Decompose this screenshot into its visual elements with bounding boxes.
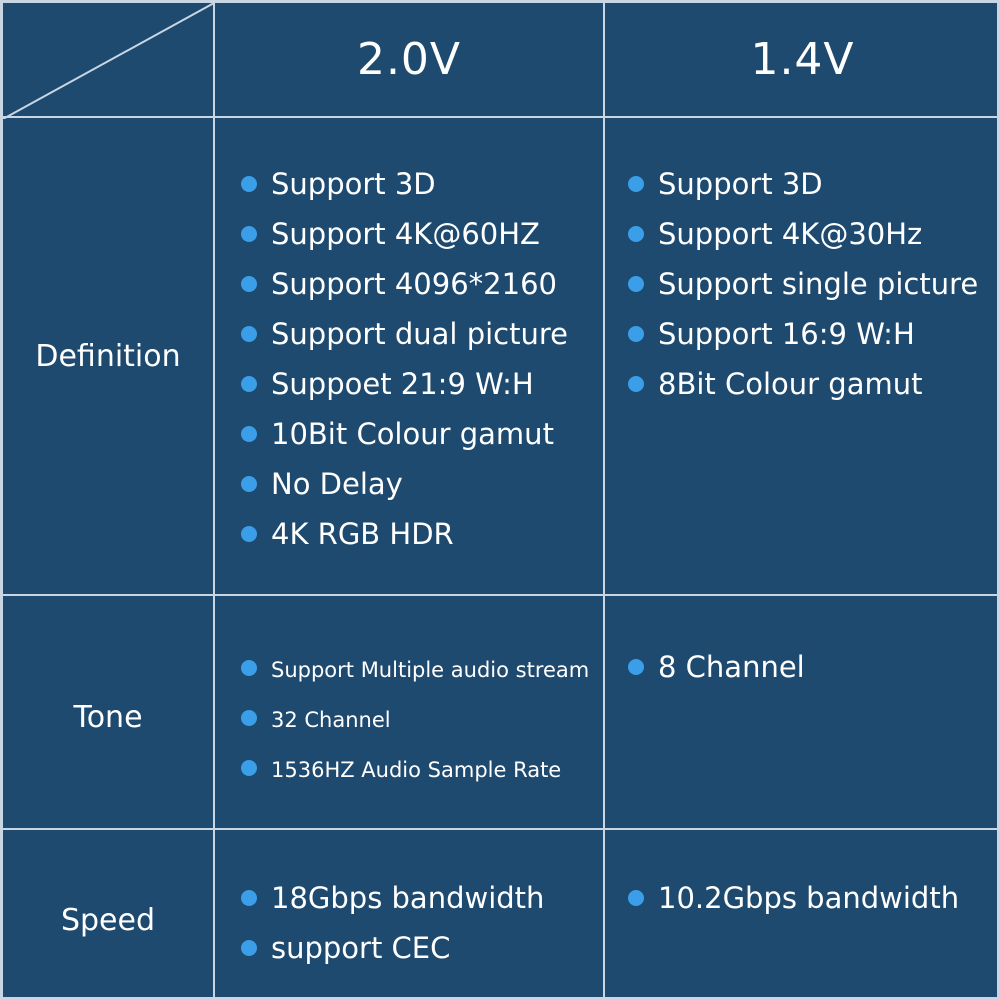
list-item-text: 10.2Gbps bandwidth	[658, 881, 960, 915]
row-label-speed: Speed	[60, 902, 156, 938]
list-item: 1536HZ Audio Sample Rate	[241, 745, 589, 795]
list-item: 10.2Gbps bandwidth	[628, 873, 959, 923]
speed-2-0v-list: 18Gbps bandwidth support CEC	[241, 873, 544, 973]
list-item-text: 10Bit Colour gamut	[271, 417, 554, 451]
bullet-dot-icon	[241, 276, 257, 292]
bullet-dot-icon	[241, 326, 257, 342]
bullet-dot-icon	[241, 526, 257, 542]
list-item: 8 Channel	[628, 642, 805, 692]
bullet-dot-icon	[241, 476, 257, 492]
list-item: Support Multiple audio stream	[241, 645, 589, 695]
speed-1-4v-cell: 10.2Gbps bandwidth	[628, 873, 959, 923]
bullet-dot-icon	[241, 890, 257, 906]
grid-line	[3, 594, 997, 596]
bullet-dot-icon	[241, 426, 257, 442]
definition-2-0v-list: Support 3D Support 4K@60HZ Support 4096*…	[241, 159, 568, 559]
list-item-text: 1536HZ Audio Sample Rate	[271, 758, 562, 782]
bullet-dot-icon	[628, 659, 644, 675]
list-item-text: Support single picture	[658, 267, 979, 301]
bullet-dot-icon	[241, 940, 257, 956]
grid-line	[213, 3, 215, 997]
list-item: 10Bit Colour gamut	[241, 409, 568, 459]
list-item: support CEC	[241, 923, 544, 973]
row-label-definition: Definition	[35, 338, 181, 374]
list-item-text: support CEC	[271, 931, 451, 965]
list-item: Support 4K@30Hz	[628, 209, 978, 259]
list-item: 8Bit Colour gamut	[628, 359, 978, 409]
speed-1-4v-list: 10.2Gbps bandwidth	[628, 873, 959, 923]
definition-2-0v-cell: Support 3D Support 4K@60HZ Support 4096*…	[241, 159, 568, 559]
list-item: Support 4096*2160	[241, 259, 568, 309]
list-item: Support 4K@60HZ	[241, 209, 568, 259]
list-item-text: Support Multiple audio stream	[271, 658, 590, 682]
list-item-text: 32 Channel	[271, 708, 391, 732]
bullet-dot-icon	[628, 276, 644, 292]
header-1-4v: 1.4V	[750, 34, 855, 85]
list-item-text: Support 4K@30Hz	[658, 217, 923, 251]
definition-1-4v-cell: Support 3D Support 4K@30Hz Support singl…	[628, 159, 978, 409]
list-item-text: Suppoet 21:9 W:H	[271, 367, 534, 401]
list-item-text: Support dual picture	[271, 317, 568, 351]
list-item-text: 8 Channel	[658, 650, 805, 684]
list-item-text: Support 16:9 W:H	[658, 317, 915, 351]
list-item: Support dual picture	[241, 309, 568, 359]
bullet-dot-icon	[628, 890, 644, 906]
list-item-text: No Delay	[271, 467, 403, 501]
tone-1-4v-list: 8 Channel	[628, 642, 805, 692]
speed-2-0v-cell: 18Gbps bandwidth support CEC	[241, 873, 544, 973]
bullet-dot-icon	[628, 376, 644, 392]
corner-diagonal-line	[3, 3, 215, 119]
list-item-text: Support 3D	[271, 167, 436, 201]
bullet-dot-icon	[241, 710, 257, 726]
tone-2-0v-list: Support Multiple audio stream 32 Channel…	[241, 645, 589, 795]
bullet-dot-icon	[241, 226, 257, 242]
list-item-text: 18Gbps bandwidth	[271, 881, 545, 915]
row-label-tone: Tone	[73, 699, 143, 735]
header-2-0v: 2.0V	[356, 34, 462, 85]
list-item: 32 Channel	[241, 695, 589, 745]
list-item: Support 16:9 W:H	[628, 309, 978, 359]
bullet-dot-icon	[241, 760, 257, 776]
bullet-dot-icon	[241, 376, 257, 392]
list-item-text: 4K RGB HDR	[271, 517, 454, 551]
definition-1-4v-list: Support 3D Support 4K@30Hz Support singl…	[628, 159, 978, 409]
grid-line	[603, 3, 605, 997]
list-item-text: Support 4096*2160	[271, 267, 557, 301]
bullet-dot-icon	[628, 176, 644, 192]
list-item-text: Support 3D	[658, 167, 823, 201]
list-item: No Delay	[241, 459, 568, 509]
list-item-text: 8Bit Colour gamut	[658, 367, 923, 401]
list-item: Support 3D	[241, 159, 568, 209]
list-item-text: Support 4K@60HZ	[271, 217, 540, 251]
bullet-dot-icon	[628, 226, 644, 242]
grid-line	[3, 116, 997, 118]
bullet-dot-icon	[628, 326, 644, 342]
tone-2-0v-cell: Support Multiple audio stream 32 Channel…	[241, 645, 589, 795]
bullet-dot-icon	[241, 660, 257, 676]
list-item: Suppoet 21:9 W:H	[241, 359, 568, 409]
bullet-dot-icon	[241, 176, 257, 192]
list-item: 4K RGB HDR	[241, 509, 568, 559]
grid-line	[3, 828, 997, 830]
list-item: 18Gbps bandwidth	[241, 873, 544, 923]
tone-1-4v-cell: 8 Channel	[628, 642, 805, 692]
list-item: Support 3D	[628, 159, 978, 209]
list-item: Support single picture	[628, 259, 978, 309]
